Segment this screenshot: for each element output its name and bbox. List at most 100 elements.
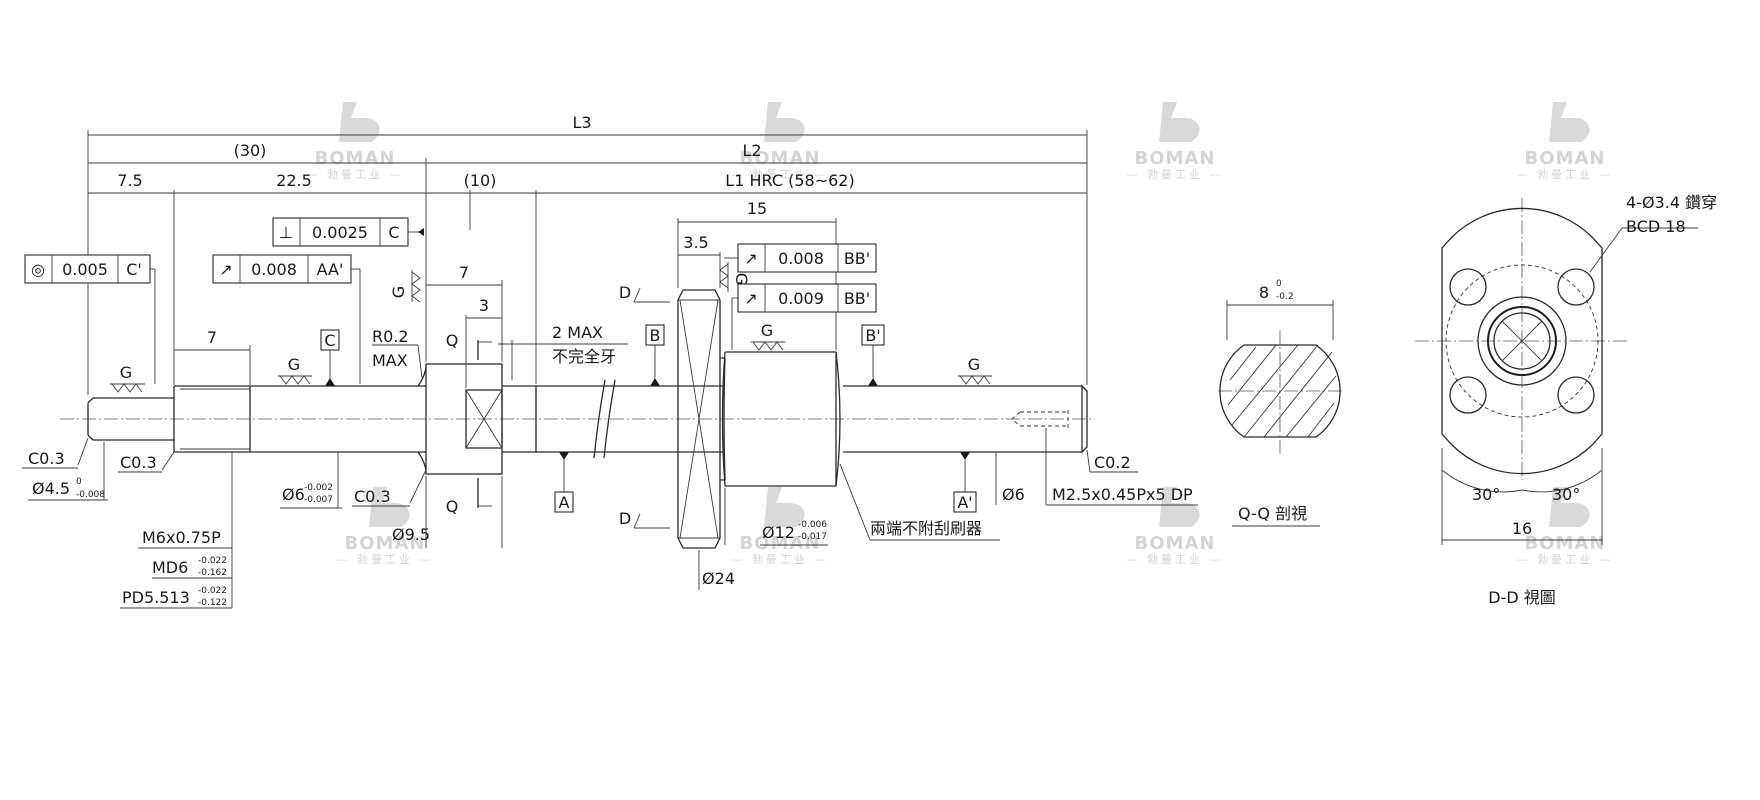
gdt-value: 0.008	[778, 249, 824, 268]
datum-a: A	[554, 452, 574, 513]
callouts-bottom: C0.3 Ø4.5 0 -0.008 C0.3 Ø6 -0.002 -0.007…	[22, 428, 1198, 609]
dim-10: (10)	[464, 171, 497, 190]
dim-c03-left: C0.3	[28, 449, 65, 468]
watermark-brand: BOMAN	[1135, 148, 1216, 169]
gdt-value: 0.008	[251, 260, 297, 279]
tolerance-frame-runout-bb-1: ↗ 0.008 BB'	[724, 243, 877, 273]
dd-angle-left: 30°	[1472, 485, 1500, 504]
dim-phi95: Ø9.5	[392, 525, 430, 544]
dd-bcd: BCD 18	[1626, 217, 1686, 236]
watermark-brand: BOMAN	[740, 148, 821, 169]
surface-finish-g5: G	[389, 270, 421, 303]
dim-phi12: Ø12	[762, 523, 795, 542]
svg-text:D: D	[619, 509, 631, 528]
svg-text:-0.007: -0.007	[304, 495, 333, 505]
tolerance-frame-perpendicularity: ⊥ 0.0025 C	[272, 217, 424, 247]
dim-c02: C0.2	[1094, 453, 1131, 472]
watermark-brand: BOMAN	[1135, 533, 1216, 554]
svg-text:D: D	[619, 283, 631, 302]
section-marker-q-top: Q	[446, 331, 492, 360]
dim-md6: MD6	[152, 558, 188, 577]
gdt-symbol: ◎	[31, 260, 45, 279]
watermark-sub: — 勃曼工业 —	[1517, 168, 1614, 181]
dim-c03-mid: C0.3	[120, 453, 157, 472]
watermark-brand: BOMAN	[1525, 148, 1606, 169]
datum-c: C	[320, 329, 340, 386]
view-dd: 4-Ø3.4 鑽穿 BCD 18 30° 30° 16 D-D 視圖	[1415, 193, 1717, 607]
section-marker-d-top: D	[619, 283, 670, 303]
svg-text:Q: Q	[446, 331, 459, 350]
dim-7-5: 7.5	[117, 171, 142, 190]
svg-text:-0.022: -0.022	[198, 556, 227, 566]
surface-finish-g6: G	[719, 262, 751, 292]
watermark-3: BOMAN — 勃曼工业 —	[1127, 102, 1224, 181]
dim-2max: 2 MAX	[552, 323, 603, 342]
gdt-datum: AA'	[317, 260, 344, 279]
dim-m6: M6x0.75P	[142, 528, 221, 547]
dim-l1: L1 HRC (58~62)	[725, 171, 854, 190]
svg-text:G: G	[761, 321, 773, 340]
dim-15: 15	[747, 199, 767, 218]
dd-title: D-D 視圖	[1488, 588, 1556, 607]
svg-text:G: G	[732, 273, 751, 285]
dim-7-thread: 7	[207, 328, 217, 347]
section-qq: 8 0 -0.2 Q-Q 剖視	[1218, 279, 1342, 527]
watermark-5: BOMAN — 勃曼工业 —	[337, 487, 431, 566]
dim-3-5: 3.5	[683, 233, 708, 252]
dim-max: MAX	[372, 351, 408, 370]
dim-30: (30)	[234, 141, 267, 160]
gdt-symbol: ⊥	[279, 223, 293, 242]
gdt-value: 0.0025	[312, 223, 368, 242]
dim-phi6-right: Ø6	[1002, 485, 1025, 504]
svg-text:-0.162: -0.162	[198, 568, 227, 578]
dim-pd: PD5.513	[122, 588, 190, 607]
svg-text:-0.017: -0.017	[798, 532, 827, 542]
svg-text:Q: Q	[446, 497, 459, 516]
svg-text:G: G	[120, 363, 132, 382]
svg-text:A: A	[559, 493, 570, 512]
watermark-sub: — 勃曼工业 —	[732, 168, 829, 181]
gdt-datum: BB'	[844, 249, 870, 268]
surface-finish-g1: G	[110, 363, 145, 393]
dd-holes: 4-Ø3.4 鑽穿	[1626, 193, 1717, 212]
dd-angle-right: 30°	[1552, 485, 1580, 504]
tolerance-frame-concentricity: ◎ 0.005 C'	[24, 254, 156, 384]
watermark-sub: — 勃曼工业 —	[1517, 553, 1614, 566]
dim-r02: R0.2	[372, 327, 409, 346]
gdt-symbol: ↗	[219, 260, 232, 279]
watermark-sub: — 勃曼工业 —	[1127, 553, 1224, 566]
gdt-datum: BB'	[844, 289, 870, 308]
dim-22-5: 22.5	[276, 171, 312, 190]
svg-text:-0.122: -0.122	[198, 598, 227, 608]
surface-finish-g2: G	[278, 355, 312, 385]
watermark-8: BOMAN — 勃曼工业 —	[1517, 487, 1614, 566]
watermark-2: BOMAN — 勃曼工业 —	[732, 102, 829, 181]
watermark-sub: — 勃曼工业 —	[732, 553, 829, 566]
svg-text:G: G	[288, 355, 300, 374]
svg-text:G: G	[389, 286, 408, 298]
gdt-value: 0.005	[62, 260, 108, 279]
watermark-brand: BOMAN	[315, 148, 396, 169]
svg-text:C: C	[324, 331, 335, 350]
gdt-datum: C	[388, 223, 399, 242]
dim-m25: M2.5x0.45Px5 DP	[1052, 485, 1193, 504]
svg-text:B: B	[650, 326, 661, 345]
gdt-symbol: ↗	[744, 289, 757, 308]
dim-3: 3	[479, 296, 489, 315]
watermark-sub: — 勃曼工业 —	[307, 168, 404, 181]
tolerance-frame-runout-aa: ↗ 0.008 AA'	[212, 254, 361, 384]
dim-7-collar: 7	[459, 263, 469, 282]
section-marker-d-bottom: D	[619, 509, 670, 529]
dim-l2: L2	[742, 141, 761, 160]
watermark-4: BOMAN — 勃曼工业 —	[1517, 102, 1614, 181]
svg-text:-0.022: -0.022	[198, 586, 227, 596]
watermark-sub: — 勃曼工业 —	[1127, 168, 1224, 181]
datum-a-prime: A'	[953, 452, 977, 513]
dim-c03-collar: C0.3	[354, 487, 391, 506]
watermark-brand: BOMAN	[740, 533, 821, 554]
svg-text:G: G	[968, 355, 980, 374]
incomplete-thread-note: 不完全牙	[552, 347, 616, 366]
surface-finish-g3: G	[751, 321, 785, 351]
svg-text:0: 0	[76, 477, 82, 487]
svg-text:0: 0	[1276, 279, 1282, 289]
